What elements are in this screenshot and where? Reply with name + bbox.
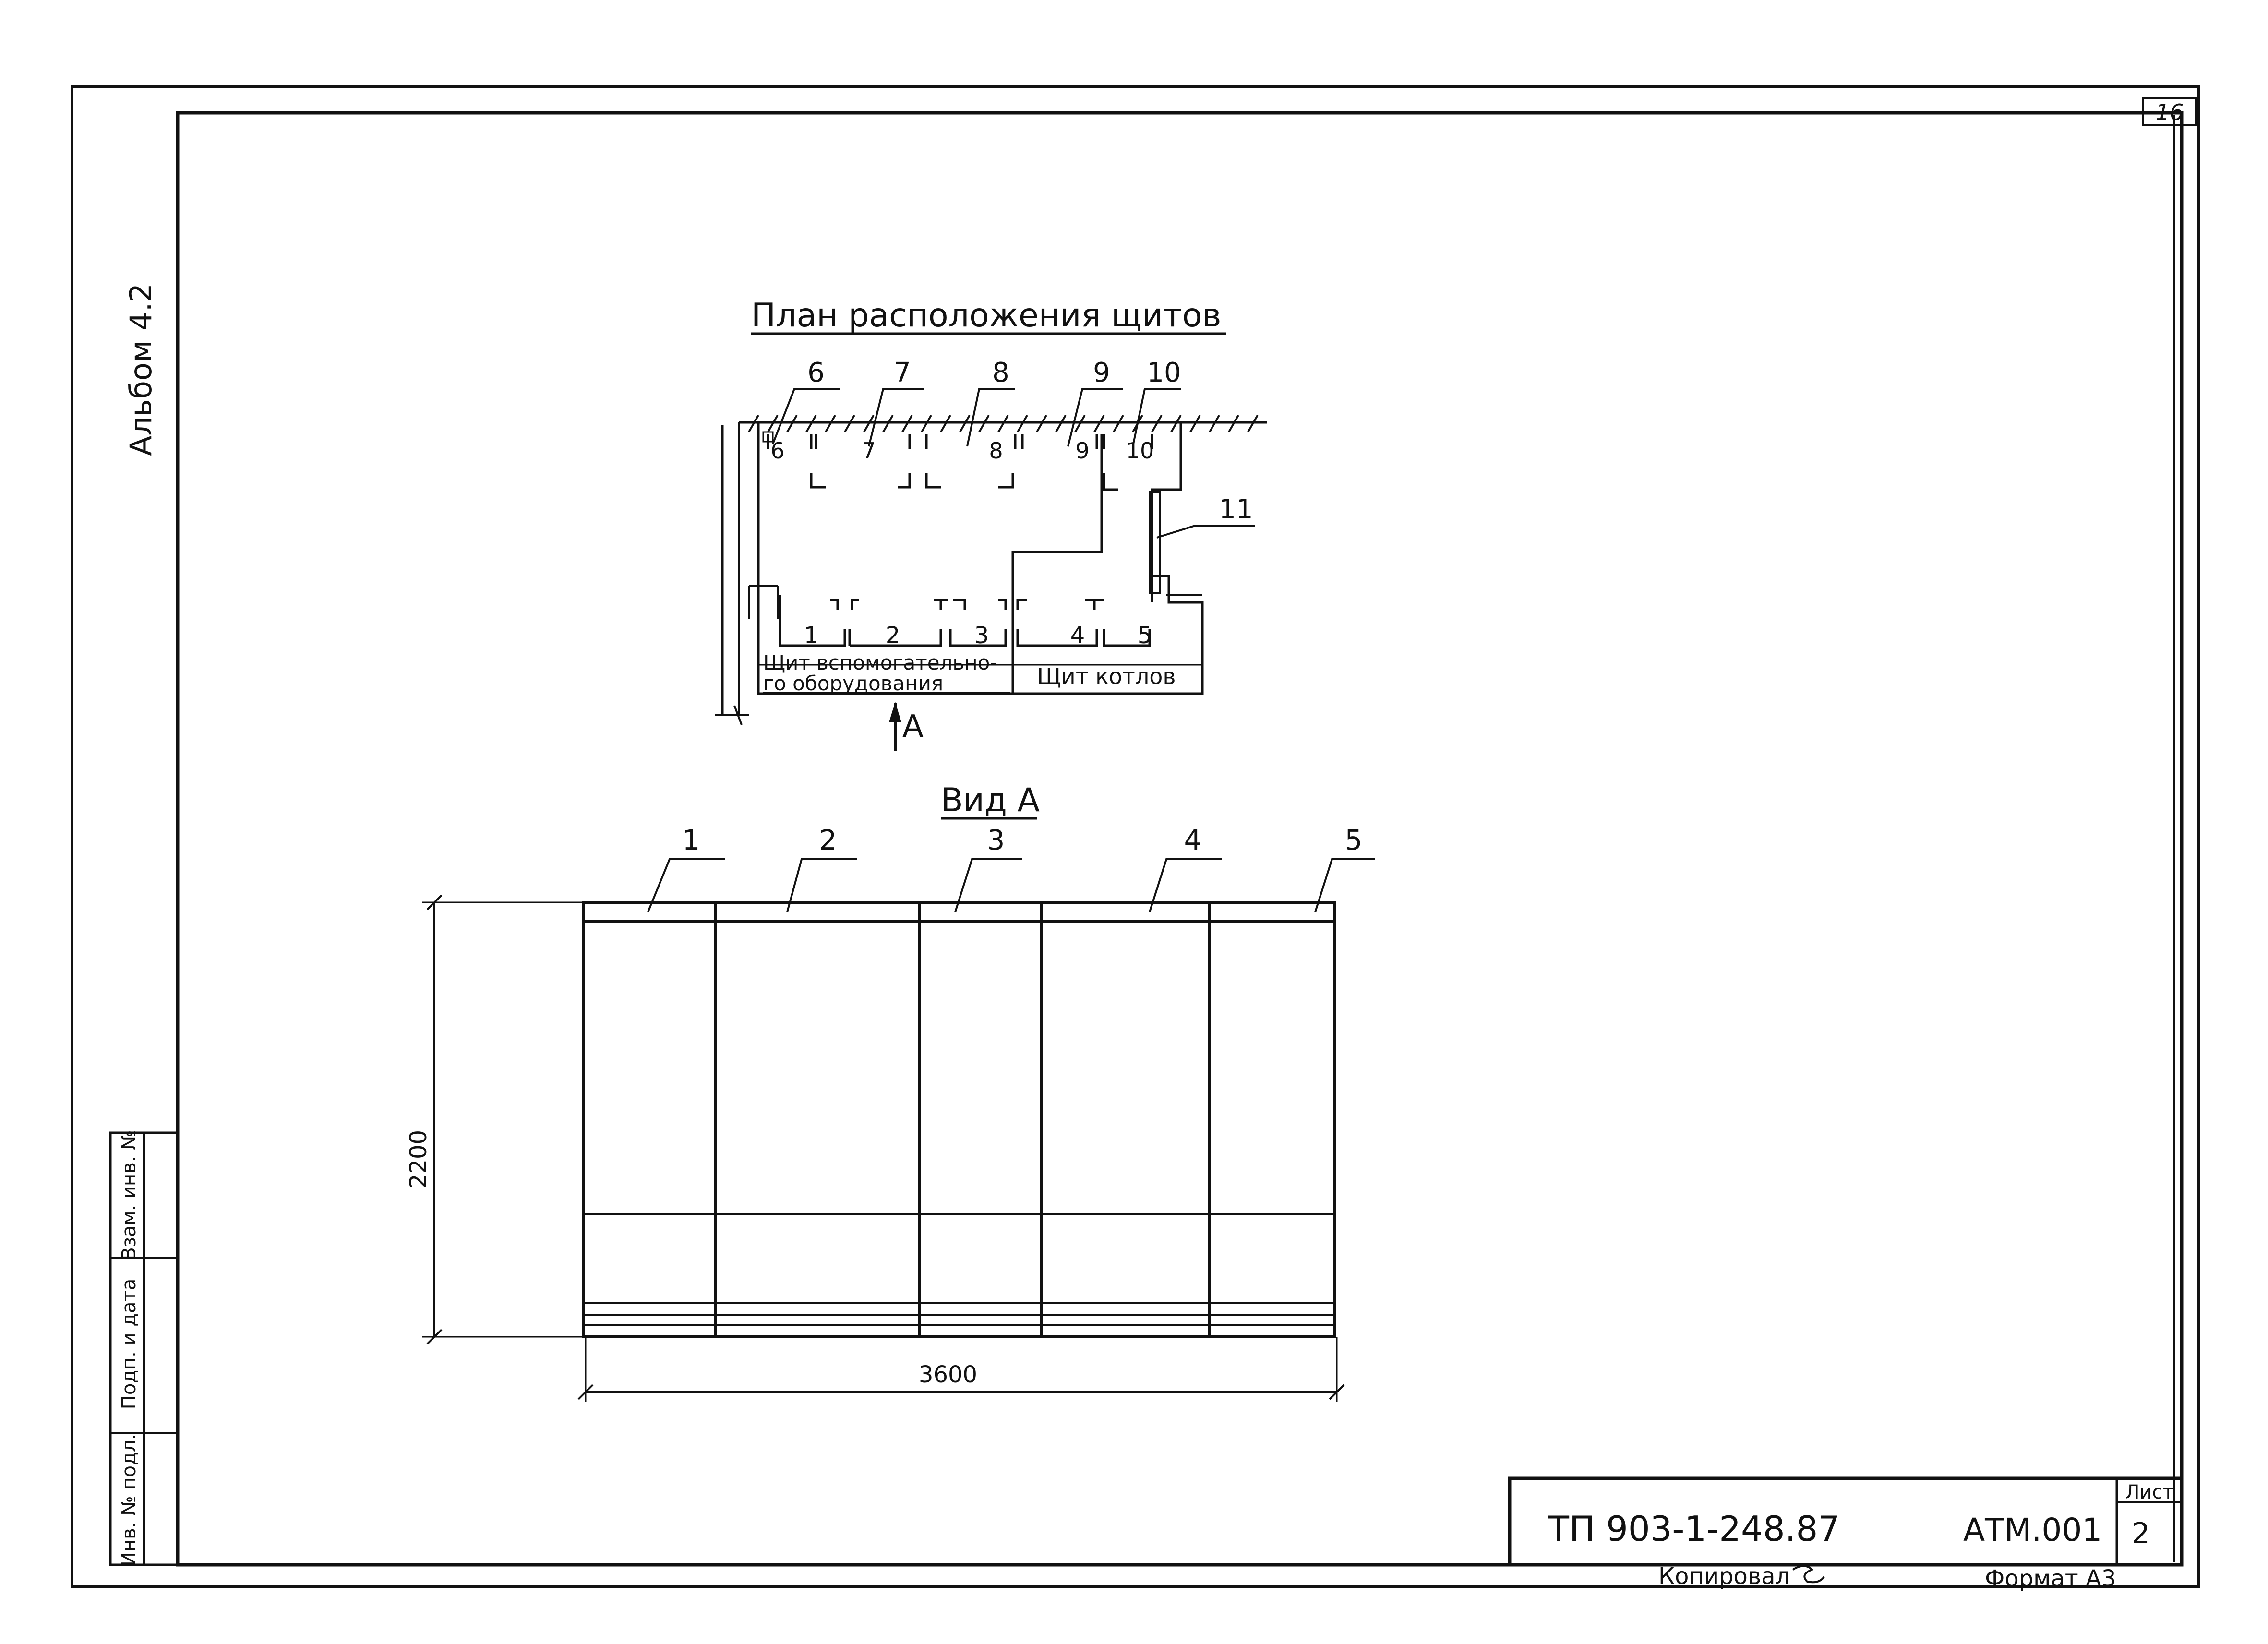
plan-callout-11: 11 [1219,494,1253,525]
plan-panel-10: 10 [1126,438,1154,464]
sheet-format: Формат А3 [1985,1565,2116,1592]
plan-panel-1: 1 [804,622,819,649]
plan-panel-5: 5 [1138,622,1152,649]
top-callouts [772,388,1181,447]
width-dimension: 3600 [919,1361,977,1388]
copied-by: Копировал [1658,1563,1790,1590]
stamp-cell-original-inv: Инв. № подл. [118,1434,140,1566]
plan-title: План расположения щитов [751,297,1222,335]
view-callout-4: 4 [1184,824,1202,856]
plan-callout-10: 10 [1147,357,1181,388]
view-title: Вид А [941,781,1040,819]
boiler-panel-label: Щит котлов [1037,663,1176,689]
plan-panel-7: 7 [862,438,876,464]
view-callout-1: 1 [683,824,700,856]
wall-hatch [748,415,1259,432]
sheet-number-box: 16 [2142,97,2197,126]
view-callout-5: 5 [1345,824,1363,856]
plan-callout-9: 9 [1093,357,1110,388]
view-a: Вид А 1 2 3 4 5 2200 [405,781,1375,1402]
view-callout-2: 2 [819,824,837,856]
view-callout-3: 3 [987,824,1005,856]
aux-panel-label-line1: Щит вспомогательно- [763,651,997,674]
sheet-frames [71,85,2200,1588]
plan-callout-8: 8 [992,357,1009,388]
project-code: ТП 903-1-248.87 [1548,1509,1840,1549]
plan-panel-9: 9 [1075,438,1089,464]
sheet-number: 16 [2156,99,2184,125]
stamp-cell-replace-inv: Взам. инв. № [118,1130,140,1260]
bottom-panels [779,595,1151,647]
title-block: ТП 903-1-248.87 АТМ.001 Лист 2 [1508,1476,2184,1567]
panel-layout-plan: План расположения щитов [715,297,1267,751]
sheet-value: 2 [2132,1517,2150,1550]
aux-panel-label-line2: го оборудования [763,672,943,695]
plan-panel-8: 8 [989,438,1003,464]
side-stamp: Инв. № подл. Подп. и дата Взам. инв. № [109,1130,179,1566]
document-mark: АТМ.001 [1963,1512,2102,1548]
plan-panel-2: 2 [886,622,900,649]
plan-panel-4: 4 [1070,622,1085,649]
plan-callout-6: 6 [807,357,825,388]
footer: Копировал Формат А3 [1658,1563,2116,1592]
top-panels [767,434,1153,491]
plan-panel-3: 3 [974,622,989,649]
album-label: Альбом 4.2 [123,283,158,456]
view-marker: А [902,709,924,744]
plan-panel-6: 6 [770,438,784,464]
height-dimension: 2200 [405,1130,432,1188]
plan-callout-7: 7 [894,357,911,388]
stamp-cell-sign-date: Подп. и дата [118,1279,140,1409]
sheet-label: Лист [2125,1481,2173,1503]
